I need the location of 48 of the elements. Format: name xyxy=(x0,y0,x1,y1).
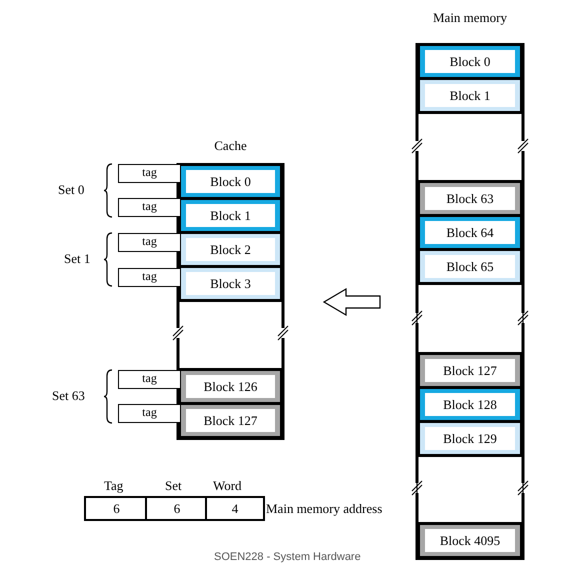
tag-field: tag xyxy=(118,233,180,252)
tag-field: tag xyxy=(118,198,180,217)
block-label: Block 126 xyxy=(186,375,275,398)
memory-block xyxy=(178,197,283,234)
memory-block xyxy=(417,77,523,114)
memory-block xyxy=(417,352,523,389)
block-label: Block 129 xyxy=(425,427,515,450)
field-heading: Set xyxy=(165,478,182,493)
memory-block xyxy=(417,214,523,251)
memory-block xyxy=(417,248,523,285)
memory-block xyxy=(417,386,523,423)
memory-block xyxy=(178,163,283,200)
hollow-arrow xyxy=(322,288,381,316)
block-label: Block 63 xyxy=(425,187,515,210)
block-label: Block 65 xyxy=(425,255,515,278)
block-label: Block 127 xyxy=(186,409,275,432)
block-label: Block 4095 xyxy=(425,529,515,552)
set-label: Set 1 xyxy=(64,251,90,266)
block-label: Block 1 xyxy=(186,204,275,227)
field-heading: Word xyxy=(213,478,242,493)
tag-field: tag xyxy=(118,370,180,389)
memory-block xyxy=(417,420,523,457)
memory-block xyxy=(417,522,523,559)
field-heading: Tag xyxy=(104,478,124,493)
footer-text: SOEN228 - System Hardware xyxy=(214,550,361,565)
block-label: Block 2 xyxy=(186,238,275,261)
set-label: Set 63 xyxy=(52,388,85,403)
memory-block xyxy=(178,265,283,302)
tag-field: tag xyxy=(118,164,180,183)
tag-field: tag xyxy=(118,404,180,423)
memory-block xyxy=(178,231,283,268)
block-label: Block 0 xyxy=(186,170,275,193)
memory-block xyxy=(417,180,523,217)
tag-field: tag xyxy=(118,268,180,287)
block-label: Block 1 xyxy=(425,84,515,107)
block-label: Block 64 xyxy=(425,221,515,244)
block-label: Block 0 xyxy=(425,50,515,73)
set-label: Set 0 xyxy=(58,182,84,197)
address-caption: Main memory address xyxy=(266,501,382,516)
memory-block xyxy=(178,402,283,439)
block-label: Block 127 xyxy=(425,359,515,382)
block-label: Block 3 xyxy=(186,272,275,295)
memory-block xyxy=(178,368,283,405)
column-heading: Cache xyxy=(213,138,248,153)
block-label: Block 128 xyxy=(425,393,515,416)
address-field-cell: 4 xyxy=(205,496,265,521)
column-heading: Main memory xyxy=(432,10,508,25)
memory-block xyxy=(417,43,523,80)
